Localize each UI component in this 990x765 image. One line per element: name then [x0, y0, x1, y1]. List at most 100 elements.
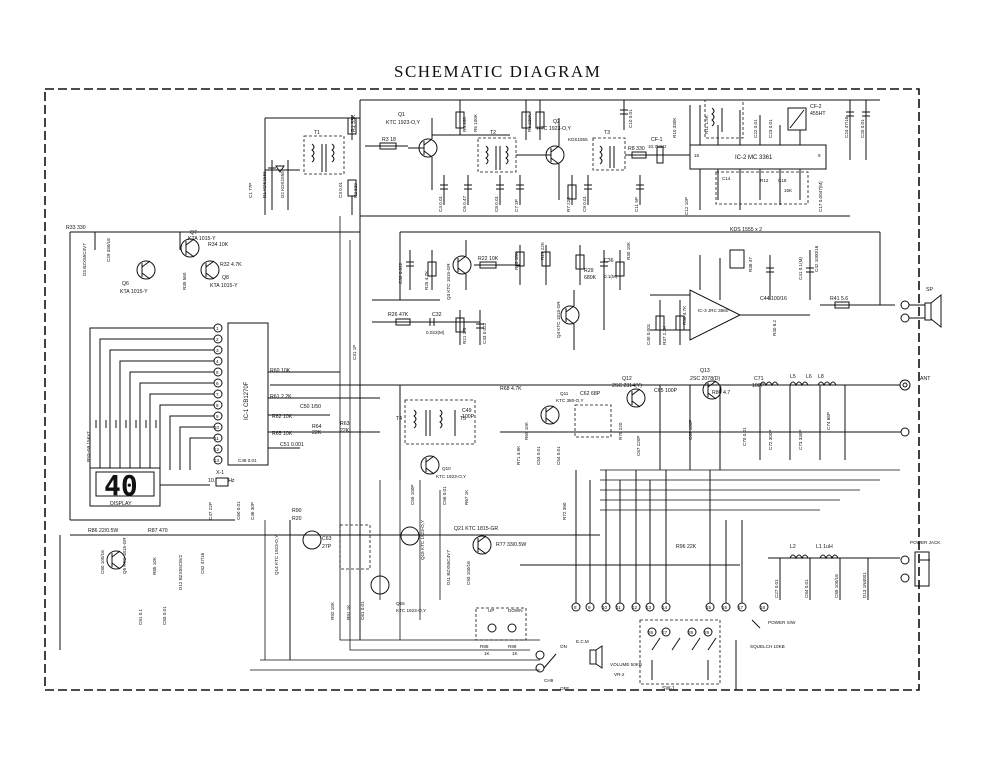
svg-text:R3 18: R3 18 — [382, 137, 396, 143]
svg-text:R6 220K: R6 220K — [527, 113, 532, 132]
svg-text:C36: C36 — [604, 258, 614, 264]
svg-text:KTC 1923-O,Y: KTC 1923-O,Y — [537, 126, 572, 132]
svg-text:X-1: X-1 — [216, 470, 224, 476]
svg-text:10.7MHz: 10.7MHz — [648, 144, 667, 149]
svg-text:R90: R90 — [292, 508, 302, 514]
svg-text:Q15 KTC 1923-O,Y: Q15 KTC 1923-O,Y — [420, 520, 425, 560]
display-driver-section: R33 330 D3 BZX55C4V7 C29 330/16 Q6 KTA 1… — [66, 225, 360, 520]
bottom-connector: 8 9 10 11 12 13 14 15 16 17 18 — [571, 470, 769, 612]
svg-text:R38 47: R38 47 — [748, 257, 753, 272]
svg-text:R80 4.7: R80 4.7 — [712, 390, 730, 396]
svg-text:C53 0.01: C53 0.01 — [536, 446, 541, 465]
svg-text:C22 0.01: C22 0.01 — [753, 119, 758, 138]
display-label: DISPLAY — [110, 501, 132, 507]
svg-text:17: 17 — [738, 605, 744, 610]
svg-text:14: 14 — [662, 605, 668, 610]
svg-text:4: 4 — [216, 359, 219, 364]
svg-text:R30 10K: R30 10K — [626, 241, 631, 260]
svg-text:R40 8.2: R40 8.2 — [772, 319, 777, 336]
svg-text:0.1(M): 0.1(M) — [604, 274, 618, 279]
svg-text:C60 0.01: C60 0.01 — [236, 501, 241, 520]
svg-text:C7 3P: C7 3P — [514, 199, 519, 212]
svg-text:R72 390: R72 390 — [562, 502, 567, 520]
svg-text:R96 22K: R96 22K — [676, 544, 697, 550]
ecm-label: E.C.M — [576, 639, 589, 644]
svg-text:2SC 2078(D): 2SC 2078(D) — [690, 376, 721, 382]
svg-text:R63: R63 — [340, 421, 350, 427]
svg-text:R87 470: R87 470 — [148, 528, 168, 534]
svg-text:R88: R88 — [480, 644, 489, 649]
svg-text:KTA 1015-Y: KTA 1015-Y — [210, 283, 238, 289]
svg-text:Q4 KTC 1815-GR: Q4 KTC 1815-GR — [556, 301, 561, 338]
svg-text:C71: C71 — [754, 376, 764, 382]
svg-text:C56 0.01: C56 0.01 — [442, 486, 447, 505]
svg-text:C6 0.47: C6 0.47 — [462, 195, 467, 212]
svg-text:C51 0.001: C51 0.001 — [280, 442, 304, 448]
antenna-connector: ANT — [500, 376, 931, 437]
svg-text:R33 330: R33 330 — [66, 225, 86, 231]
squelch-label: SQUELCH 10KB — [750, 644, 785, 649]
svg-text:C55 100P: C55 100P — [410, 485, 415, 505]
board-outline — [44, 88, 920, 691]
svg-text:D11 BZX55C4V7: D11 BZX55C4V7 — [446, 550, 451, 585]
svg-text:R67 1K: R67 1K — [464, 489, 469, 505]
rf-receiver-section: T1 C1 77P D1 KDS1555 D2 KDS1555 R1 33K R… — [248, 99, 880, 640]
svg-text:C44 100/16: C44 100/16 — [760, 296, 787, 302]
svg-text:R4 100: R4 100 — [462, 117, 467, 132]
svg-text:C50 1/50: C50 1/50 — [300, 404, 321, 410]
svg-text:C41 0.1(M): C41 0.1(M) — [798, 257, 803, 280]
down-label: DOWN — [508, 608, 523, 613]
svg-text:R11 1.5K: R11 1.5K — [704, 114, 709, 134]
svg-text:C83 0.01: C83 0.01 — [162, 606, 167, 625]
speaker-connector: SP — [900, 287, 942, 329]
svg-text:Q11: Q11 — [560, 391, 569, 396]
svg-text:R92 10K: R92 10K — [330, 601, 335, 620]
svg-text:R41 5.6: R41 5.6 — [830, 296, 848, 302]
svg-text:D3 BZX55C4V7: D3 BZX55C4V7 — [82, 243, 87, 276]
svg-text:C48 0.01: C48 0.01 — [238, 458, 257, 463]
svg-text:15K: 15K — [784, 188, 793, 193]
svg-text:R27 22K: R27 22K — [540, 241, 545, 260]
svg-text:Q13: Q13 — [700, 368, 710, 374]
off-label: OFF — [560, 686, 569, 691]
svg-text:KDS1555: KDS1555 — [568, 137, 588, 142]
svg-text:8: 8 — [216, 403, 219, 408]
svg-text:2SC 2314(Y): 2SC 2314(Y) — [612, 383, 642, 389]
svg-text:C47 22P: C47 22P — [208, 502, 213, 520]
svg-text:C81 0.1: C81 0.1 — [138, 608, 143, 625]
svg-text:C23 0.01: C23 0.01 — [768, 119, 773, 138]
svg-text:T5: T5 — [460, 416, 466, 422]
svg-text:Q21 KTC 1815-GR: Q21 KTC 1815-GR — [454, 526, 498, 532]
ic1-label: IC-1 CB1270F — [244, 381, 250, 420]
svg-text:R23 18K: R23 18K — [514, 251, 519, 270]
svg-text:C62 68P: C62 68P — [580, 391, 601, 397]
svg-text:C46 30P: C46 30P — [250, 502, 255, 520]
svg-text:27: 27 — [662, 630, 668, 635]
svg-text:KTC 1923-O,Y: KTC 1923-O,Y — [396, 608, 426, 613]
svg-text:11: 11 — [214, 436, 219, 441]
svg-text:C12 10P: C12 10P — [684, 197, 689, 215]
svg-text:C72 300P: C72 300P — [768, 430, 773, 450]
svg-text:C14: C14 — [722, 176, 731, 181]
modulator-section: R86 22/0.5W R87 470 Q5 KTC 1815-GR C80 1… — [59, 508, 740, 660]
svg-text:C93 100/16: C93 100/16 — [466, 561, 471, 585]
svg-text:15: 15 — [706, 605, 712, 610]
svg-text:C33 0.022: C33 0.022 — [482, 322, 487, 344]
svg-text:CF-2: CF-2 — [810, 104, 822, 110]
ic1-pins-left: 1 2 3 4 5 6 7 8 9 10 11 12 13 — [213, 323, 223, 465]
svg-text:R26 47K: R26 47K — [388, 312, 409, 318]
svg-text:9: 9 — [216, 414, 219, 419]
svg-text:T3: T3 — [604, 130, 610, 136]
svg-text:1K: 1K — [512, 651, 519, 656]
svg-text:D1 KDS1555: D1 KDS1555 — [262, 171, 267, 198]
svg-text:C54 0.01: C54 0.01 — [556, 446, 561, 465]
svg-text:9: 9 — [818, 153, 821, 158]
svg-text:R2 820: R2 820 — [353, 183, 358, 198]
front-panel-controls: 26 27 28 29 SW-1 E.C.M VOLUME 50KB VR-2 … — [576, 619, 796, 692]
svg-text:18: 18 — [760, 605, 766, 610]
kds-label: KDS 1555 x 2 — [730, 227, 762, 233]
svg-text:22K: 22K — [340, 428, 350, 434]
svg-text:R5 100K: R5 100K — [473, 113, 478, 132]
up-label: UP — [488, 608, 494, 613]
transmitter-section: T4 T5 C49 100P Q10 KTC 1923-O,Y C55 100P… — [270, 368, 900, 520]
